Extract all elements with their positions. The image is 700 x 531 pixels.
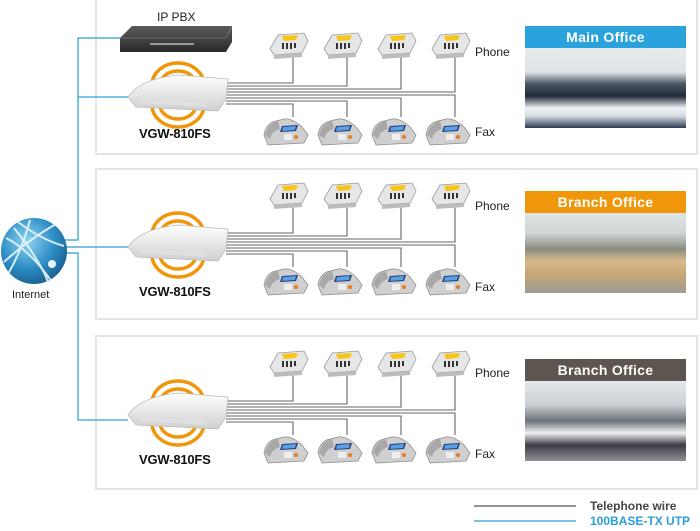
fax-machine-icon	[317, 268, 363, 296]
office-title: Main Office	[525, 26, 686, 48]
site-1-equipment	[127, 182, 471, 296]
office-title: Branch Office	[525, 359, 686, 381]
ip-phone-icon	[269, 182, 309, 210]
telephone-wires	[226, 55, 456, 117]
fax-label-main: Fax	[475, 125, 496, 139]
office-card-main: Main Office	[525, 26, 686, 128]
office-photo-wooden-desks	[525, 213, 686, 293]
gateway-label-branch-1: VGW-810FS	[139, 284, 211, 299]
phone-label-branch-1: Phone	[475, 199, 510, 213]
telephone-wires	[226, 205, 456, 267]
fax-machine-icon	[425, 118, 471, 146]
gateway-label-branch-2: VGW-810FS	[139, 452, 211, 467]
wireless-rings-icon	[150, 379, 206, 447]
vgw-810fs-gateway-icon	[127, 224, 229, 262]
telephone-wires	[226, 373, 456, 435]
office-card-branch-1: Branch Office	[525, 191, 686, 293]
vgw-810fs-gateway-icon	[127, 74, 229, 112]
fax-machine-icon	[263, 268, 309, 296]
phone-label-main: Phone	[475, 45, 510, 59]
site-0-equipment	[127, 32, 471, 146]
legend-100base-tx-utp: 100BASE-TX UTP	[590, 514, 691, 528]
fax-label-branch-1: Fax	[475, 280, 496, 294]
internet-globe-icon	[1, 218, 67, 284]
ip-phone-icon	[431, 350, 471, 378]
fax-machine-icon	[263, 118, 309, 146]
office-title: Branch Office	[525, 191, 686, 213]
fax-machine-icon	[425, 436, 471, 464]
vgw-810fs-gateway-icon	[127, 392, 229, 430]
utp-links	[62, 37, 128, 421]
ip-phone-icon	[323, 32, 363, 60]
phone-label-branch-2: Phone	[475, 366, 510, 380]
ip-phone-icon	[431, 32, 471, 60]
ip-phone-icon	[269, 32, 309, 60]
fax-machine-icon	[371, 436, 417, 464]
gateway-label-main: VGW-810FS	[139, 126, 211, 141]
fax-label-branch-2: Fax	[475, 447, 496, 461]
fax-machine-icon	[425, 268, 471, 296]
office-photo-modern-white	[525, 381, 686, 461]
ip-pbx-device-icon	[120, 25, 233, 52]
ip-phone-icon	[377, 350, 417, 378]
ip-phone-icon	[323, 350, 363, 378]
ip-phone-icon	[323, 182, 363, 210]
ip-pbx-label: IP PBX	[157, 10, 196, 24]
ip-phone-icon	[377, 32, 417, 60]
ip-phone-icon	[431, 182, 471, 210]
office-card-branch-2: Branch Office	[525, 359, 686, 461]
ip-phone-icon	[377, 182, 417, 210]
fax-machine-icon	[371, 268, 417, 296]
site-2-equipment	[127, 350, 471, 464]
fax-machine-icon	[317, 118, 363, 146]
fax-machine-icon	[371, 118, 417, 146]
internet-label: Internet	[12, 289, 50, 301]
office-photo-open-plan	[525, 48, 686, 128]
ip-phone-icon	[269, 350, 309, 378]
fax-machine-icon	[317, 436, 363, 464]
fax-machine-icon	[263, 436, 309, 464]
legend-telephone-wire: Telephone wire	[590, 499, 677, 513]
